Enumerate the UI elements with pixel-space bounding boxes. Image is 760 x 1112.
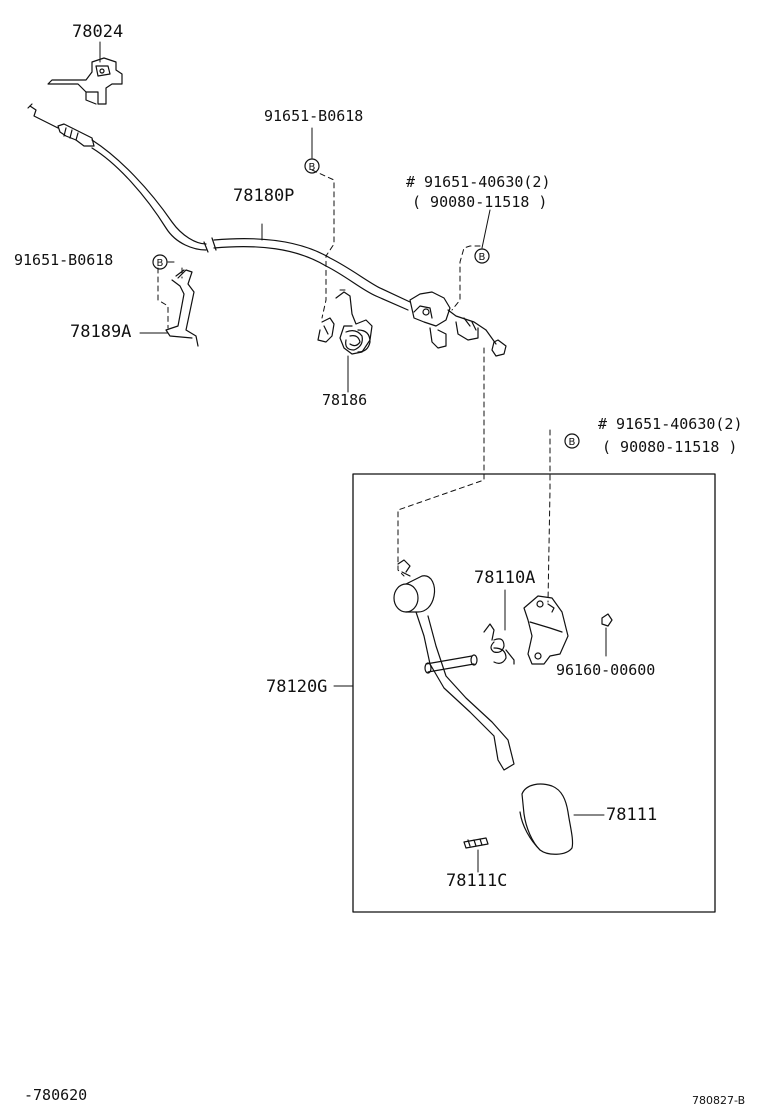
label-91651-40630-right: # 91651-40630(2)	[598, 415, 743, 433]
label-78186: 78186	[322, 391, 367, 409]
label-96160-00600: 96160-00600	[556, 661, 655, 679]
bolt-marker-label: B	[569, 437, 576, 448]
label-91651-b0618-left: 91651-B0618	[14, 251, 113, 269]
footer-left-code: -780620	[24, 1086, 87, 1104]
bolt-marker-label: B	[479, 252, 486, 263]
bolt-markers	[152, 127, 580, 449]
label-78024: 78024	[72, 22, 123, 42]
footer-right-code: 780827-B	[692, 1094, 745, 1107]
cable-78180p	[27, 103, 411, 311]
assembly-box	[352, 473, 716, 913]
label-78120g: 78120G	[266, 677, 327, 697]
label-91651-b0618-top: 91651-B0618	[264, 107, 363, 125]
clip-78189a	[139, 269, 199, 347]
pedal-pad-78111	[519, 783, 605, 855]
pedal-arm-78120g	[393, 559, 515, 771]
spring-78186	[317, 291, 373, 393]
label-78180p: 78180P	[233, 186, 294, 206]
bracket-78024	[47, 41, 123, 105]
leader-lines-upper	[157, 169, 551, 603]
label-91651-40630-top: # 91651-40630(2)	[406, 173, 551, 191]
bolt-marker-label: B	[309, 162, 316, 173]
label-90080-11518-right: ( 90080-11518 )	[602, 438, 737, 456]
clip-78111c	[463, 837, 489, 873]
cable-clamp	[409, 291, 507, 357]
nut-96160	[601, 613, 613, 657]
bolt-marker-label: B	[157, 258, 164, 269]
pedal-bracket	[523, 595, 569, 665]
label-90080-11518-top: ( 90080-11518 )	[412, 193, 547, 211]
label-78111: 78111	[606, 805, 657, 825]
label-78110a: 78110A	[474, 568, 535, 588]
label-78189a: 78189A	[70, 322, 131, 342]
spring-78110a	[483, 589, 515, 665]
label-78111c: 78111C	[446, 871, 507, 891]
